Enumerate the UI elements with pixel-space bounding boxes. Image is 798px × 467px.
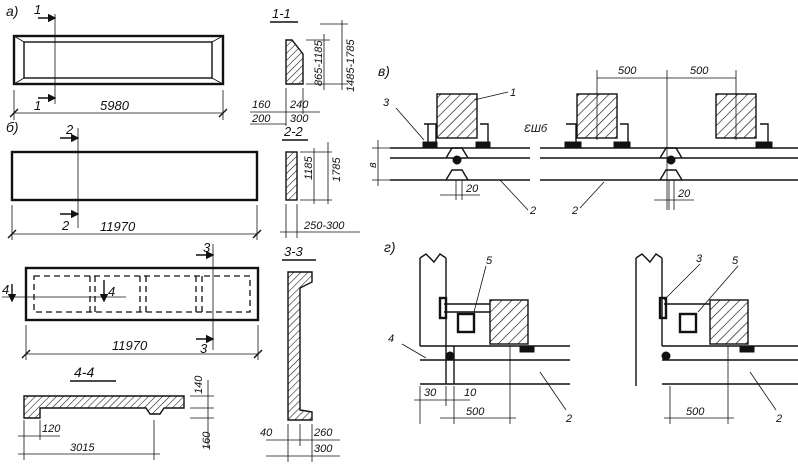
section-2-2-profile	[285, 151, 298, 201]
callout-1: 1	[510, 87, 516, 99]
detail-g: г) 30 10 500	[384, 239, 798, 425]
dim-g-d4: 500	[686, 406, 705, 418]
dim-a-t2: 200	[251, 113, 271, 125]
cut-1-top: 1	[34, 2, 41, 17]
panel-c-outline	[24, 266, 260, 322]
dim-a-w1: 240	[289, 99, 309, 111]
panel-a-outline	[12, 34, 225, 86]
dim-g-d2: 10	[464, 387, 477, 399]
dim-d-h1: 140	[193, 375, 205, 394]
panel-c: 3 3 4 4 11970	[2, 240, 263, 360]
dim-v-d1: 20	[465, 183, 479, 195]
skew-label: ƐШб	[524, 123, 548, 135]
dim-v-v: в	[367, 162, 379, 168]
label-sec-4-4: 4-4	[74, 364, 94, 380]
dim-a-h2: 1485-1785	[345, 39, 357, 92]
cut-3-bottom: 3	[200, 341, 208, 356]
callout-5-g1: 5	[486, 255, 493, 267]
callout-3-g: 3	[696, 253, 703, 265]
label-b: б)	[6, 119, 19, 135]
dim-d-l2: 3015	[70, 442, 95, 454]
detail-v: в) 500 500 20	[367, 63, 798, 217]
cut-4-mid: 4	[108, 284, 115, 299]
block-4	[489, 299, 529, 345]
dim-b-h2: 1785	[331, 157, 343, 182]
cut-2-top: 2	[65, 122, 74, 137]
section-2-2: 2-2 1185 1785 250-300	[280, 124, 360, 238]
cut-4-left: 4	[2, 282, 9, 297]
cut-1-bottom: 1	[34, 98, 41, 113]
cut-3-top: 3	[203, 240, 211, 255]
callout-2-v2: 2	[571, 205, 578, 217]
dim-a-w2: 300	[290, 113, 309, 125]
dim-v-d2: 20	[677, 188, 691, 200]
clamp-5a	[456, 312, 476, 334]
dim-d-h2: 160	[201, 431, 213, 450]
dim-a-h1: 865-1185	[313, 39, 325, 86]
callout-2-g2: 2	[775, 413, 782, 425]
clamp-5b	[678, 312, 698, 334]
dim-c-w3: 300	[314, 443, 333, 455]
section-4-4: 4-4 140 160 120 3015	[18, 364, 214, 460]
label-sec-2-2: 2-2	[283, 124, 304, 139]
section-1-1: 1-1 865-1185 1485-1785 160 200 240 300	[250, 6, 357, 126]
dim-a-length: 5980	[100, 98, 130, 113]
panel-a: а) 1 1 5980	[6, 2, 228, 120]
block-5	[709, 299, 749, 345]
label-g: г)	[384, 239, 396, 255]
panel-b: б) 2 2 11970	[6, 119, 262, 240]
block-1	[436, 93, 478, 139]
dim-b-length: 11970	[100, 219, 136, 234]
panel-b-outline	[10, 150, 259, 202]
dim-b-h1: 1185	[303, 155, 315, 180]
callout-2-v1: 2	[529, 205, 536, 217]
callout-2-g1: 2	[565, 413, 572, 425]
callout-4: 4	[388, 333, 394, 345]
dim-v-s1: 500	[618, 65, 637, 77]
label-sec-1-1: 1-1	[272, 6, 291, 21]
label-sec-3-3: 3-3	[284, 244, 304, 259]
callout-3-v: 3	[383, 97, 390, 109]
section-1-1-profile	[285, 39, 304, 85]
dim-g-d3: 500	[466, 406, 485, 418]
section-3-3: 3-3 40 260 300	[260, 244, 340, 462]
dim-a-t1: 160	[252, 99, 271, 111]
label-v: в)	[378, 63, 390, 79]
section-4-4-profile	[23, 395, 185, 419]
section-3-3-profile	[287, 271, 313, 421]
dim-c-length: 11970	[112, 338, 148, 353]
dim-v-s2: 500	[690, 65, 709, 77]
dim-g-d1: 30	[424, 387, 437, 399]
dim-b-w: 250-300	[303, 220, 345, 232]
dim-c-w1: 40	[260, 427, 273, 439]
cut-2-bottom: 2	[61, 218, 70, 233]
dim-c-w2: 260	[313, 427, 333, 439]
callout-5-g2: 5	[732, 255, 739, 267]
panel-a-inner	[23, 41, 213, 79]
label-a: а)	[6, 3, 18, 19]
dim-d-l1: 120	[42, 423, 61, 435]
